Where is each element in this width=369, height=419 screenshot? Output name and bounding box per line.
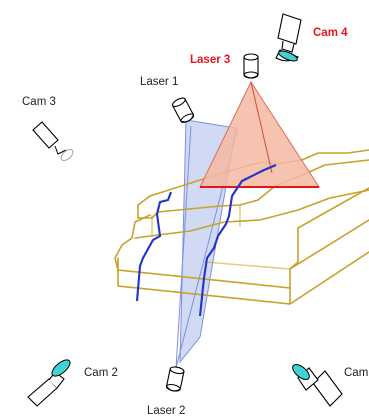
cam4-label: Cam 4 <box>313 27 348 39</box>
cam2-camera-icon <box>27 359 71 407</box>
cam2-label: Cam 2 <box>84 367 118 379</box>
laser3-ray-inner <box>250 81 273 174</box>
laser1-label: Laser 1 <box>140 76 178 88</box>
scan-profile-line-left <box>135 191 172 302</box>
laser2-laser-icon <box>165 366 185 392</box>
laser1-laser-icon <box>171 97 195 123</box>
cam3-camera-icon <box>32 121 74 161</box>
cam1-camera-icon <box>292 364 343 407</box>
cam4-camera-icon <box>275 13 302 62</box>
laser3-label: Laser 3 <box>190 54 230 66</box>
scan-profile-line-right <box>198 164 277 317</box>
laser3-laser-icon <box>243 53 259 79</box>
cam1-label: Cam <box>344 367 368 379</box>
cam3-label: Cam 3 <box>22 96 56 108</box>
laser2-label: Laser 2 <box>147 405 185 417</box>
